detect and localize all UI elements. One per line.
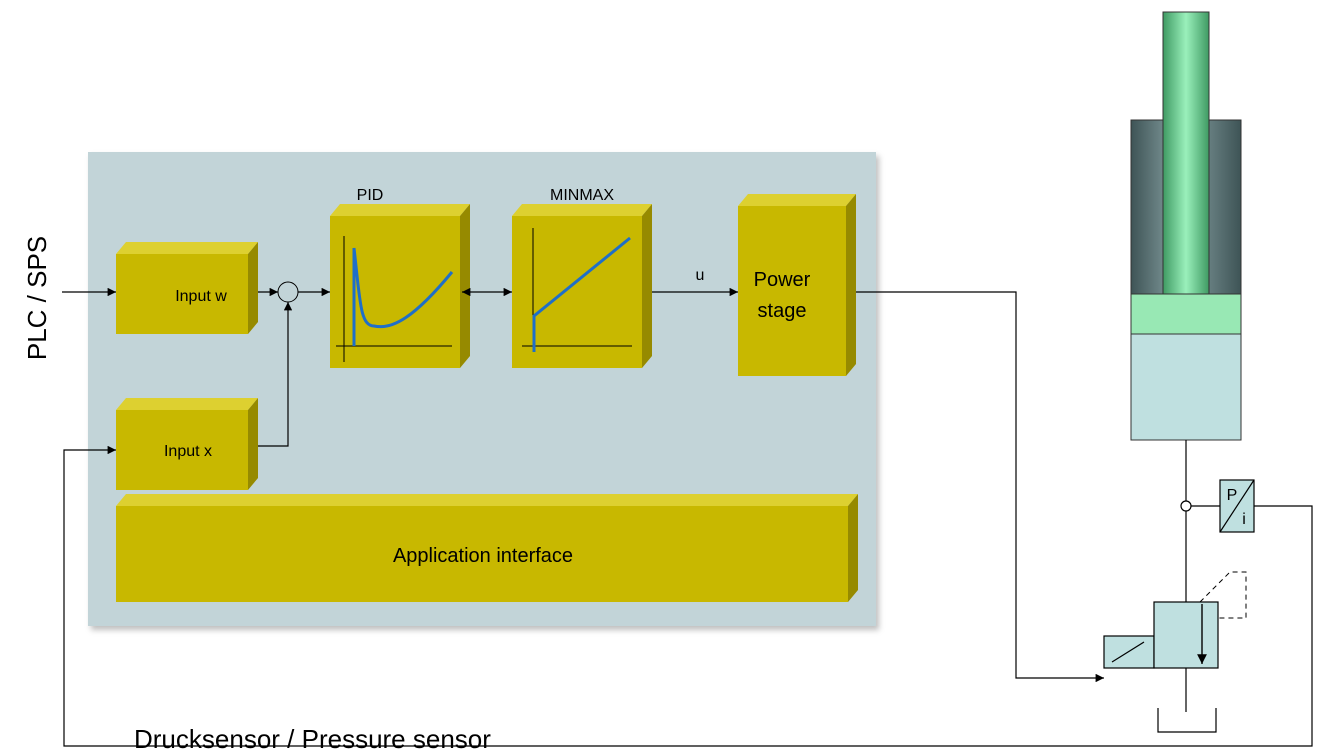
power-stage-label-1: Power (754, 269, 811, 291)
hydraulic-cylinder (1130, 11, 1242, 441)
pid-response-curve (352, 247, 454, 346)
valve-pilot-line (1199, 571, 1247, 619)
power-stage-block: Power stage (738, 194, 856, 376)
signal-u-label: u (696, 267, 705, 284)
power-stage-label-2: stage (758, 300, 807, 322)
pressure-tap-junction (1180, 500, 1192, 512)
input-x-block: Input x (116, 398, 258, 490)
pid-block: PID (330, 187, 470, 368)
minmax-title: MINMAX (550, 187, 614, 204)
hydraulic-lines (1157, 440, 1220, 733)
pid-title: PID (357, 187, 384, 204)
pressure-sensor-label: Drucksensor / Pressure sensor (134, 724, 491, 751)
pressure-control-valve (1103, 571, 1247, 669)
input-x-label: Input x (164, 443, 212, 460)
cylinder-chamber (1130, 333, 1242, 441)
minmax-block: MINMAX (512, 187, 652, 368)
plc-sps-label: PLC / SPS (22, 236, 52, 360)
pressure-transducer: P i (1219, 479, 1255, 533)
input-w-label: Input w (175, 288, 227, 305)
minmax-ramp-curve (532, 236, 631, 352)
signal-lines (62, 287, 1313, 747)
valve-body (1153, 601, 1219, 669)
summing-junction (277, 281, 299, 303)
transducer-p-label: P (1227, 487, 1238, 504)
application-interface-block: Application interface (116, 494, 858, 602)
piston (1130, 293, 1242, 335)
application-interface-label: Application interface (393, 545, 573, 567)
transducer-i-label: i (1242, 511, 1246, 528)
input-w-block: Input w (116, 242, 258, 334)
